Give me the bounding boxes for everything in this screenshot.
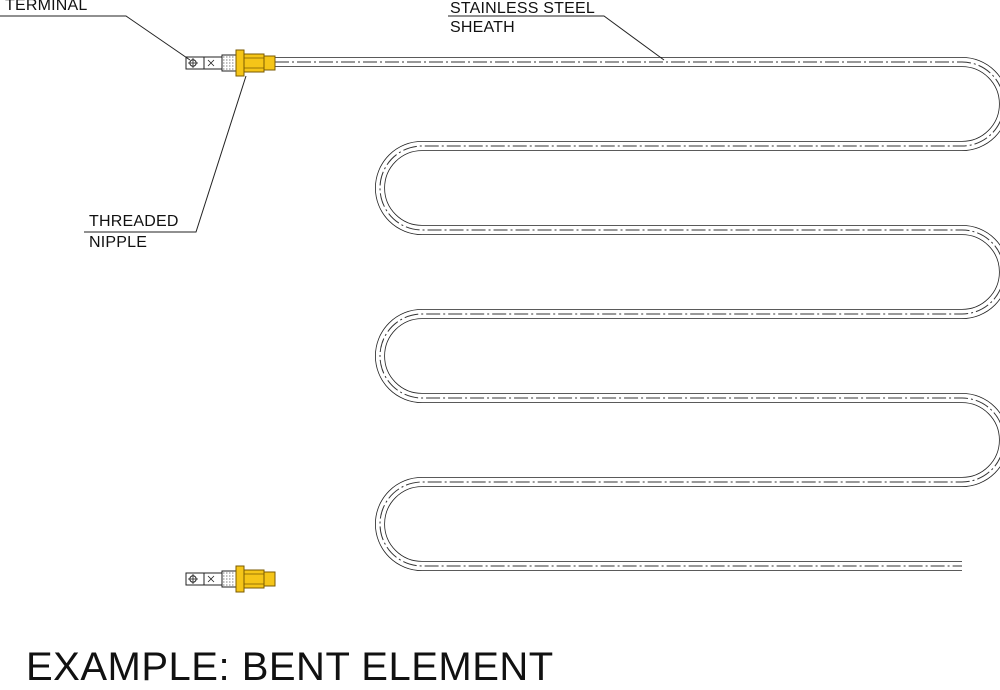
insulator-lower — [221, 570, 237, 588]
terminal-upper — [185, 56, 223, 70]
terminal-lower — [185, 572, 223, 586]
nipple-leader — [84, 75, 247, 233]
stainless-steel-sheath — [275, 57, 1000, 571]
insulator-upper — [221, 54, 237, 72]
sheath-label-line2: SHEATH — [450, 19, 515, 36]
terminal-leader — [0, 15, 191, 61]
diagram-caption: EXAMPLE: BENT ELEMENT — [26, 645, 554, 689]
sheath-label-line1: STAINLESS STEEL — [450, 0, 595, 17]
threaded-nipple-upper — [235, 49, 276, 77]
sheath-leader-line — [448, 15, 665, 61]
nipple-label-line1: THREADED — [89, 213, 179, 230]
lower-fitting — [185, 565, 276, 593]
terminal-label: TERMINAL — [5, 0, 88, 14]
leader-lines — [0, 15, 665, 233]
upper-fitting — [185, 49, 276, 77]
threaded-nipple-lower — [235, 565, 276, 593]
nipple-label-line2: NIPPLE — [89, 234, 148, 251]
sheath-center-line — [275, 61, 1000, 567]
